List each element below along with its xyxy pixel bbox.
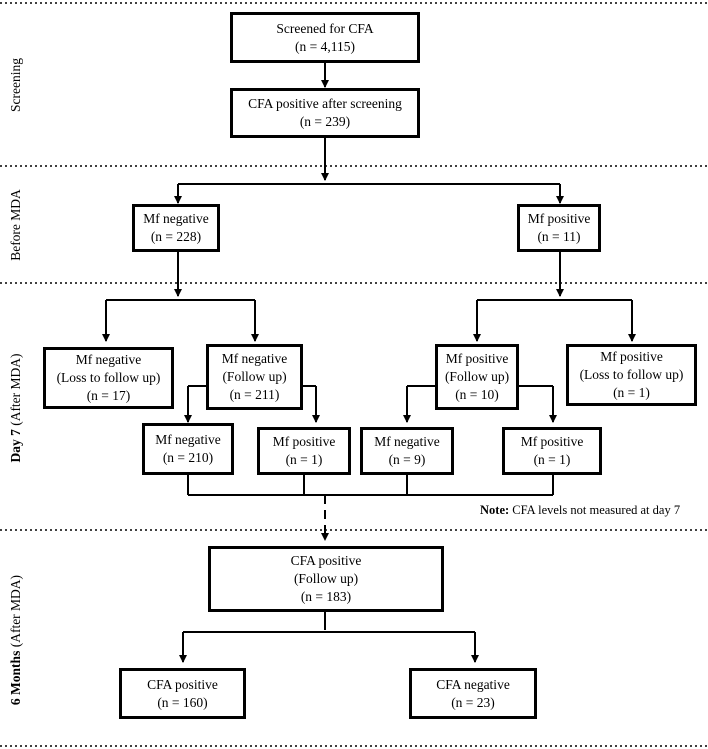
stage-label-six-months: 6 Months (After MDA) — [8, 574, 23, 706]
box-day7-mf-negative-9: Mf negative (n = 9) — [360, 427, 454, 475]
box-mf-positive-follow-up: Mf positive (Follow up) (n = 10) — [435, 344, 519, 410]
box-mf-negative-follow-up: Mf negative (Follow up) (n = 211) — [206, 344, 303, 410]
stage-label-screening: Screening — [8, 58, 23, 112]
note-text: Note: CFA levels not measured at day 7 — [480, 503, 681, 517]
box-mf-positive-before-mda: Mf positive (n = 11) — [517, 204, 601, 252]
box-day7-mf-negative-210: Mf negative (n = 210) — [142, 423, 234, 475]
box-cfa-negative-six-months: CFA negative (n = 23) — [409, 668, 537, 719]
box-mf-positive-loss-to-follow-up: Mf positive (Loss to follow up) (n = 1) — [566, 344, 697, 406]
box-screened-for-cfa: Screened for CFA (n = 4,115) — [230, 12, 420, 63]
box-cfa-positive-after-screening: CFA positive after screening (n = 239) — [230, 88, 420, 138]
box-cfa-positive-follow-up: CFA positive (Follow up) (n = 183) — [208, 546, 444, 612]
stage-label-before-mda: Before MDA — [8, 189, 23, 261]
box-day7-mf-positive-1-left: Mf positive (n = 1) — [257, 427, 351, 475]
box-mf-negative-loss-to-follow-up: Mf negative (Loss to follow up) (n = 17) — [43, 347, 174, 409]
box-mf-negative-before-mda: Mf negative (n = 228) — [132, 204, 220, 252]
box-day7-mf-positive-1-right: Mf positive (n = 1) — [502, 427, 602, 475]
arrows — [102, 63, 636, 663]
stage-label-day7: Day 7 (After MDA) — [8, 353, 23, 463]
box-cfa-positive-six-months: CFA positive (n = 160) — [119, 668, 246, 719]
